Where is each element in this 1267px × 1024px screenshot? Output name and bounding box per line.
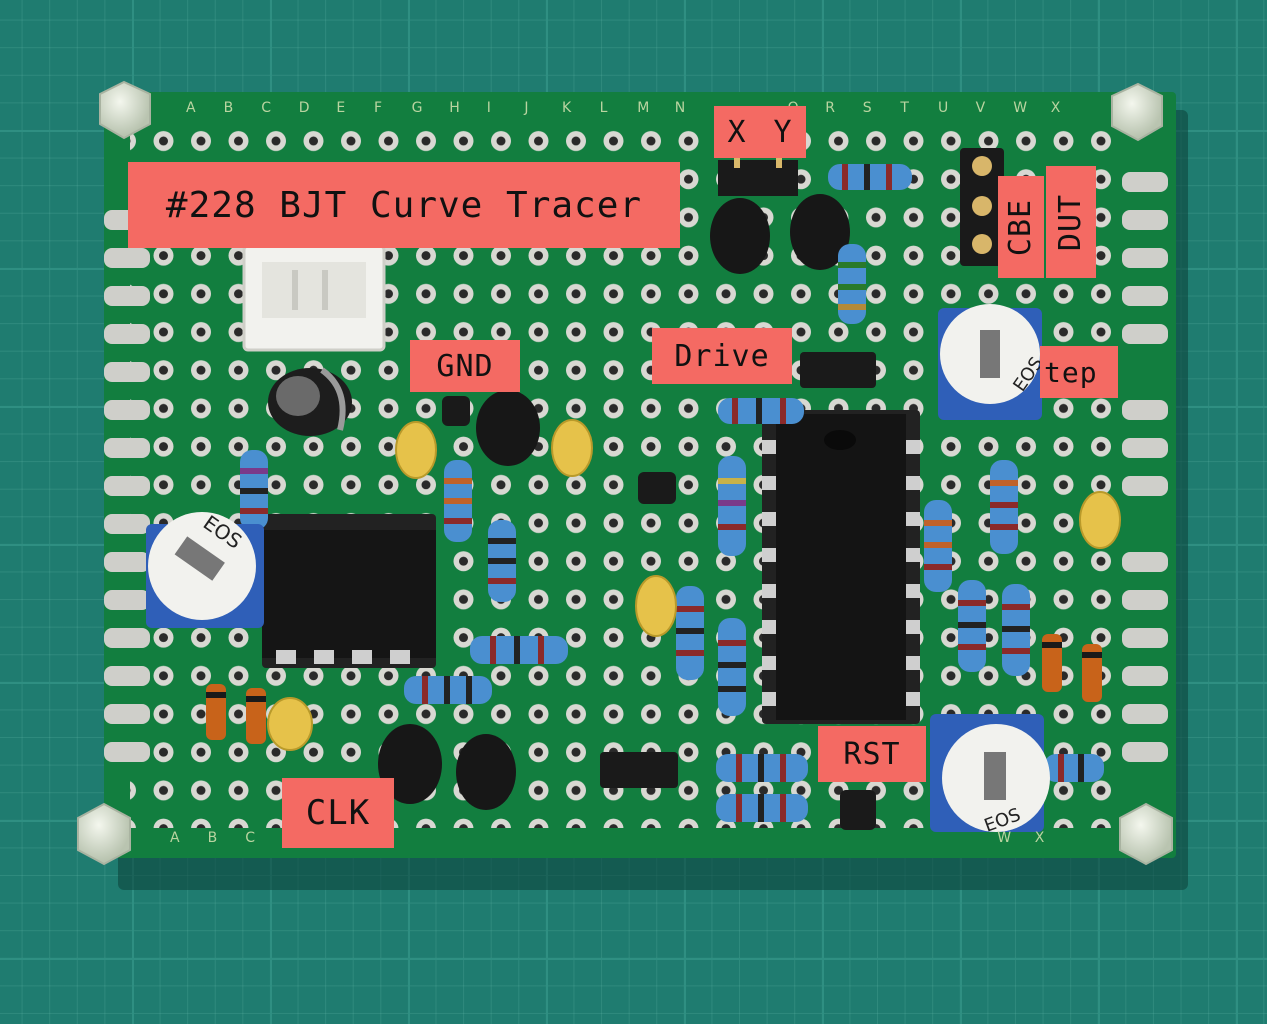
dut-text: DUT bbox=[1053, 193, 1089, 251]
gnd-label: GND bbox=[410, 340, 520, 392]
column-letter: U bbox=[938, 100, 949, 116]
column-letter: B bbox=[223, 100, 234, 116]
clk-label: CLK bbox=[282, 778, 394, 848]
column-letter: C bbox=[261, 100, 271, 116]
column-letter: I bbox=[486, 100, 491, 116]
rst-label: RST bbox=[818, 726, 926, 782]
y-label: Y bbox=[773, 114, 793, 150]
dut-socket bbox=[960, 148, 1004, 266]
cbe-label: CBE bbox=[998, 176, 1044, 278]
diodes bbox=[206, 634, 1102, 744]
column-letter: S bbox=[862, 100, 872, 116]
right-edge-pads bbox=[1122, 172, 1168, 762]
column-letter: D bbox=[298, 100, 310, 116]
transistors bbox=[378, 194, 850, 810]
dut-label: DUT bbox=[1046, 166, 1096, 278]
column-letter: E bbox=[336, 100, 346, 116]
column-letter: A bbox=[170, 830, 180, 846]
column-letter: G bbox=[411, 100, 423, 116]
ceramic-capacitors bbox=[267, 419, 1121, 751]
cbe-text: CBE bbox=[1003, 198, 1039, 256]
trimpot-right-top bbox=[938, 304, 1042, 420]
column-letter: X bbox=[1050, 100, 1061, 116]
column-letter: W bbox=[997, 830, 1012, 846]
column-letter: H bbox=[449, 100, 460, 116]
step-label: tep bbox=[1040, 346, 1118, 398]
electrolytic-capacitor bbox=[268, 367, 352, 436]
column-letter: K bbox=[562, 100, 572, 116]
spacer-bottom-left bbox=[77, 802, 131, 866]
trimpot-right-bottom bbox=[930, 714, 1050, 832]
column-letter: A bbox=[186, 100, 196, 116]
column-letter: J bbox=[524, 100, 529, 116]
column-letter: B bbox=[207, 830, 218, 846]
column-letter: T bbox=[900, 100, 909, 116]
spacer-bottom-right bbox=[1119, 802, 1173, 866]
column-letter: F bbox=[374, 100, 383, 116]
xy-label: X Y bbox=[714, 106, 806, 158]
drive-label: Drive bbox=[652, 328, 792, 384]
column-letters-top: ABCDEFGHIJKLMNQRSTUVWX bbox=[186, 100, 1086, 120]
column-letter: M bbox=[637, 100, 650, 116]
column-letter: N bbox=[674, 100, 686, 116]
spacer-top-left bbox=[99, 80, 151, 140]
column-letter: V bbox=[975, 100, 986, 116]
resistors bbox=[240, 164, 1104, 822]
jst-connector bbox=[242, 244, 386, 352]
column-letter: X bbox=[1034, 830, 1045, 846]
ic-dip16-pins bbox=[762, 440, 920, 706]
column-letter: R bbox=[825, 100, 835, 116]
ic-dip16 bbox=[762, 410, 920, 724]
title-label: #228 BJT Curve Tracer bbox=[128, 162, 680, 248]
trimpot-left bbox=[146, 512, 264, 628]
column-letter: W bbox=[1013, 100, 1028, 116]
column-letter: C bbox=[245, 830, 255, 846]
left-edge-pads bbox=[104, 210, 150, 762]
ic-dip8 bbox=[262, 514, 436, 668]
x-label: X bbox=[727, 114, 747, 150]
jumpers bbox=[442, 352, 876, 830]
spacer-top-right bbox=[1111, 82, 1163, 142]
column-letter: L bbox=[599, 100, 608, 116]
